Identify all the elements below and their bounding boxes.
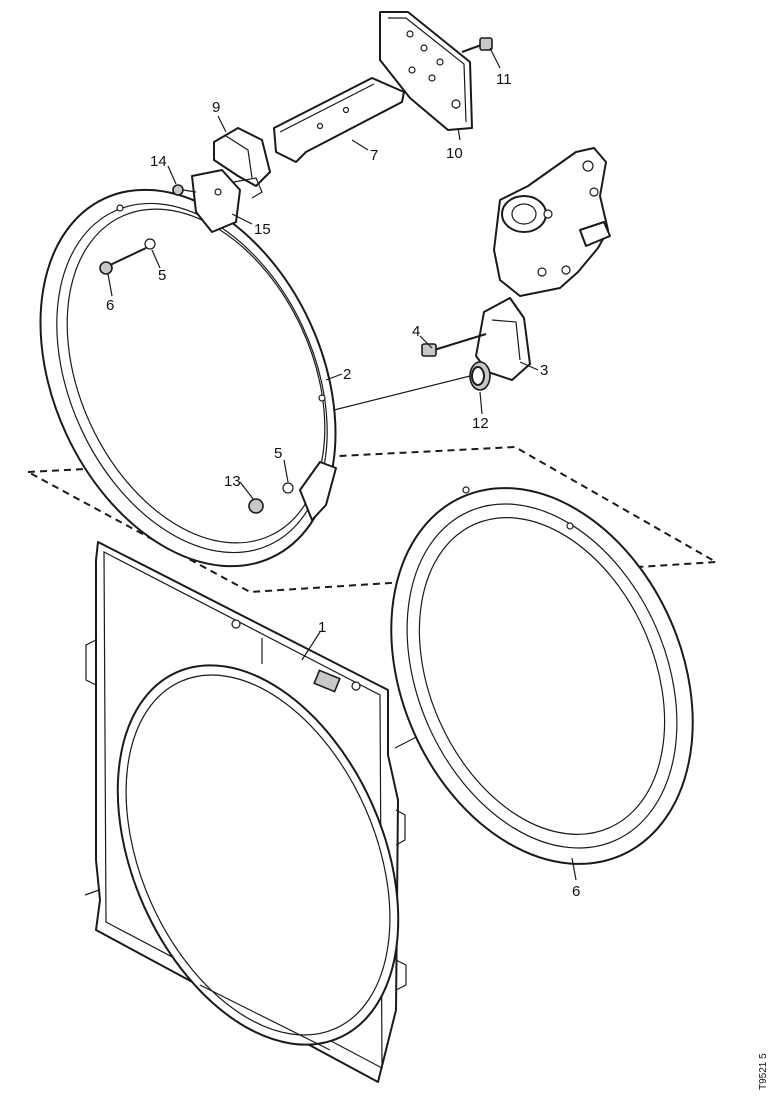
callout-2: 2: [343, 366, 351, 383]
callout-5-lower: 5: [274, 445, 282, 462]
bolt-washer-upper: [99, 238, 156, 275]
figure-reference-code: T9521 5: [758, 1053, 769, 1090]
nut-washer-lower: [248, 482, 294, 514]
callout-11: 11: [496, 71, 512, 88]
small-bolt-part: [172, 184, 197, 196]
callout-4: 4: [412, 323, 420, 340]
callout-13: 13: [224, 473, 241, 490]
long-bolt-part: [421, 333, 487, 357]
fan-shroud-part: [85, 541, 407, 1083]
bolt-part: [461, 37, 493, 53]
mount-part: [475, 297, 531, 381]
dashed-assembly-guide: [27, 445, 720, 594]
callout-labels: 1 2 3 4 5 5 6 6 7 8 9 10 11 12 13 14 15: [106, 71, 580, 900]
clip-part: [213, 127, 271, 187]
leader-lines: [107, 47, 577, 881]
mounting-plate-part: [379, 11, 473, 131]
callout-7: 7: [370, 147, 378, 164]
callout-6-ring: 6: [572, 883, 580, 900]
hinge-part: [191, 169, 263, 233]
callout-9: 9: [212, 99, 220, 116]
callout-5-upper: 5: [158, 267, 166, 284]
callout-6-upper: 6: [106, 297, 114, 314]
callout-12: 12: [472, 415, 489, 432]
fan-guard-ring-part: [390, 486, 694, 865]
callout-14: 14: [150, 153, 167, 170]
callout-1: 1: [318, 619, 326, 636]
support-bracket-assembly: [493, 147, 611, 297]
bracket-part: [273, 77, 405, 163]
fan-ring-part: [39, 188, 337, 568]
callout-3: 3: [540, 362, 548, 379]
bushing-part: [469, 361, 491, 391]
callout-10: 10: [446, 145, 463, 162]
callout-15: 15: [254, 221, 271, 238]
